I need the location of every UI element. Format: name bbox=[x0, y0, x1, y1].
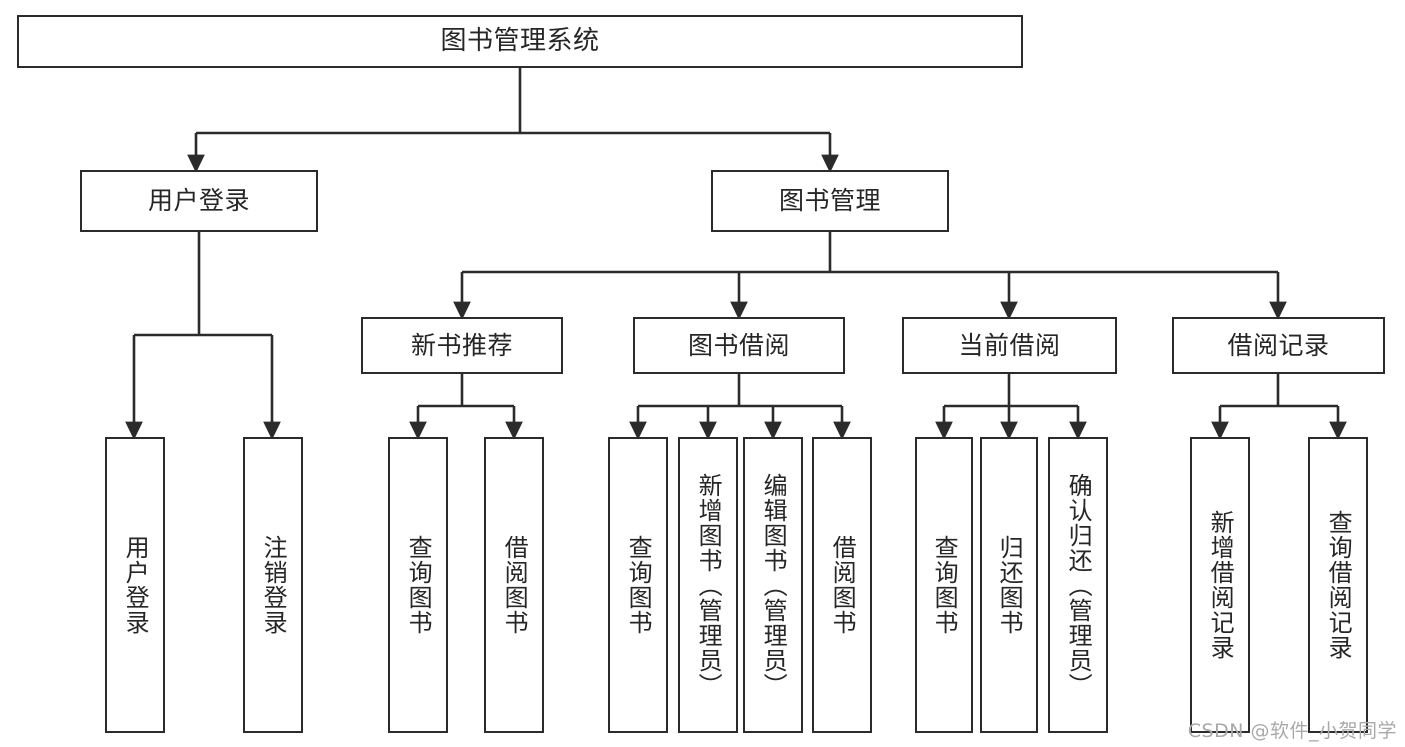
node-label: 当前借阅 bbox=[958, 330, 1061, 360]
node-leaf-add-borrow-record[interactable]: 新增借阅记录 bbox=[1190, 437, 1250, 733]
node-label: 新书推荐 bbox=[410, 330, 513, 360]
node-level2-current-borrow[interactable]: 当前借阅 bbox=[902, 317, 1117, 374]
node-leaf-confirm-return-admin[interactable]: 确认归还（管理员） bbox=[1048, 437, 1108, 733]
node-level2-borrow-record[interactable]: 借阅记录 bbox=[1172, 317, 1385, 374]
node-label: 图书借阅 bbox=[687, 330, 790, 360]
node-label: 借阅图书 bbox=[500, 535, 529, 635]
node-leaf-query-book-recommend[interactable]: 查询图书 bbox=[388, 437, 448, 733]
node-label: 归还图书 bbox=[995, 535, 1024, 635]
node-level2-book-borrow[interactable]: 图书借阅 bbox=[633, 317, 845, 374]
node-label: 查询图书 bbox=[404, 535, 433, 635]
node-label: 借阅图书 bbox=[828, 535, 857, 635]
node-label: 图书管理 bbox=[778, 186, 881, 215]
node-level1-user-login[interactable]: 用户登录 bbox=[80, 170, 318, 232]
node-leaf-borrow-book[interactable]: 借阅图书 bbox=[812, 437, 872, 733]
node-leaf-query-book-current[interactable]: 查询图书 bbox=[915, 437, 973, 733]
node-root[interactable]: 图书管理系统 bbox=[17, 15, 1023, 68]
node-label: 注销登录 bbox=[259, 535, 288, 635]
node-label: 查询图书 bbox=[930, 535, 959, 635]
node-leaf-add-book-admin[interactable]: 新增图书（管理员） bbox=[678, 437, 738, 733]
node-leaf-query-borrow-record[interactable]: 查询借阅记录 bbox=[1308, 437, 1368, 733]
node-leaf-edit-book-admin[interactable]: 编辑图书（管理员） bbox=[743, 437, 803, 733]
node-label: 确认归还（管理员） bbox=[1064, 472, 1093, 698]
node-label: 编辑图书（管理员） bbox=[759, 472, 788, 698]
node-leaf-return-book[interactable]: 归还图书 bbox=[980, 437, 1038, 733]
node-level2-new-book-recommend[interactable]: 新书推荐 bbox=[361, 317, 563, 374]
watermark: CSDN @软件_小贺同学 bbox=[1187, 720, 1397, 742]
node-leaf-borrow-book-recommend[interactable]: 借阅图书 bbox=[484, 437, 544, 733]
node-level1-book-management[interactable]: 图书管理 bbox=[711, 170, 949, 232]
node-label: 用户登录 bbox=[147, 186, 250, 215]
node-leaf-logout[interactable]: 注销登录 bbox=[243, 437, 303, 733]
node-label: 图书管理系统 bbox=[440, 25, 600, 56]
node-label: 查询借阅记录 bbox=[1324, 510, 1353, 660]
node-label: 新增图书（管理员） bbox=[694, 472, 723, 698]
node-label: 借阅记录 bbox=[1227, 330, 1330, 360]
node-leaf-user-login[interactable]: 用户登录 bbox=[105, 437, 165, 733]
node-leaf-query-book-borrow[interactable]: 查询图书 bbox=[608, 437, 668, 733]
node-label: 用户登录 bbox=[121, 535, 150, 635]
node-label: 查询图书 bbox=[624, 535, 653, 635]
node-label: 新增借阅记录 bbox=[1206, 510, 1235, 660]
